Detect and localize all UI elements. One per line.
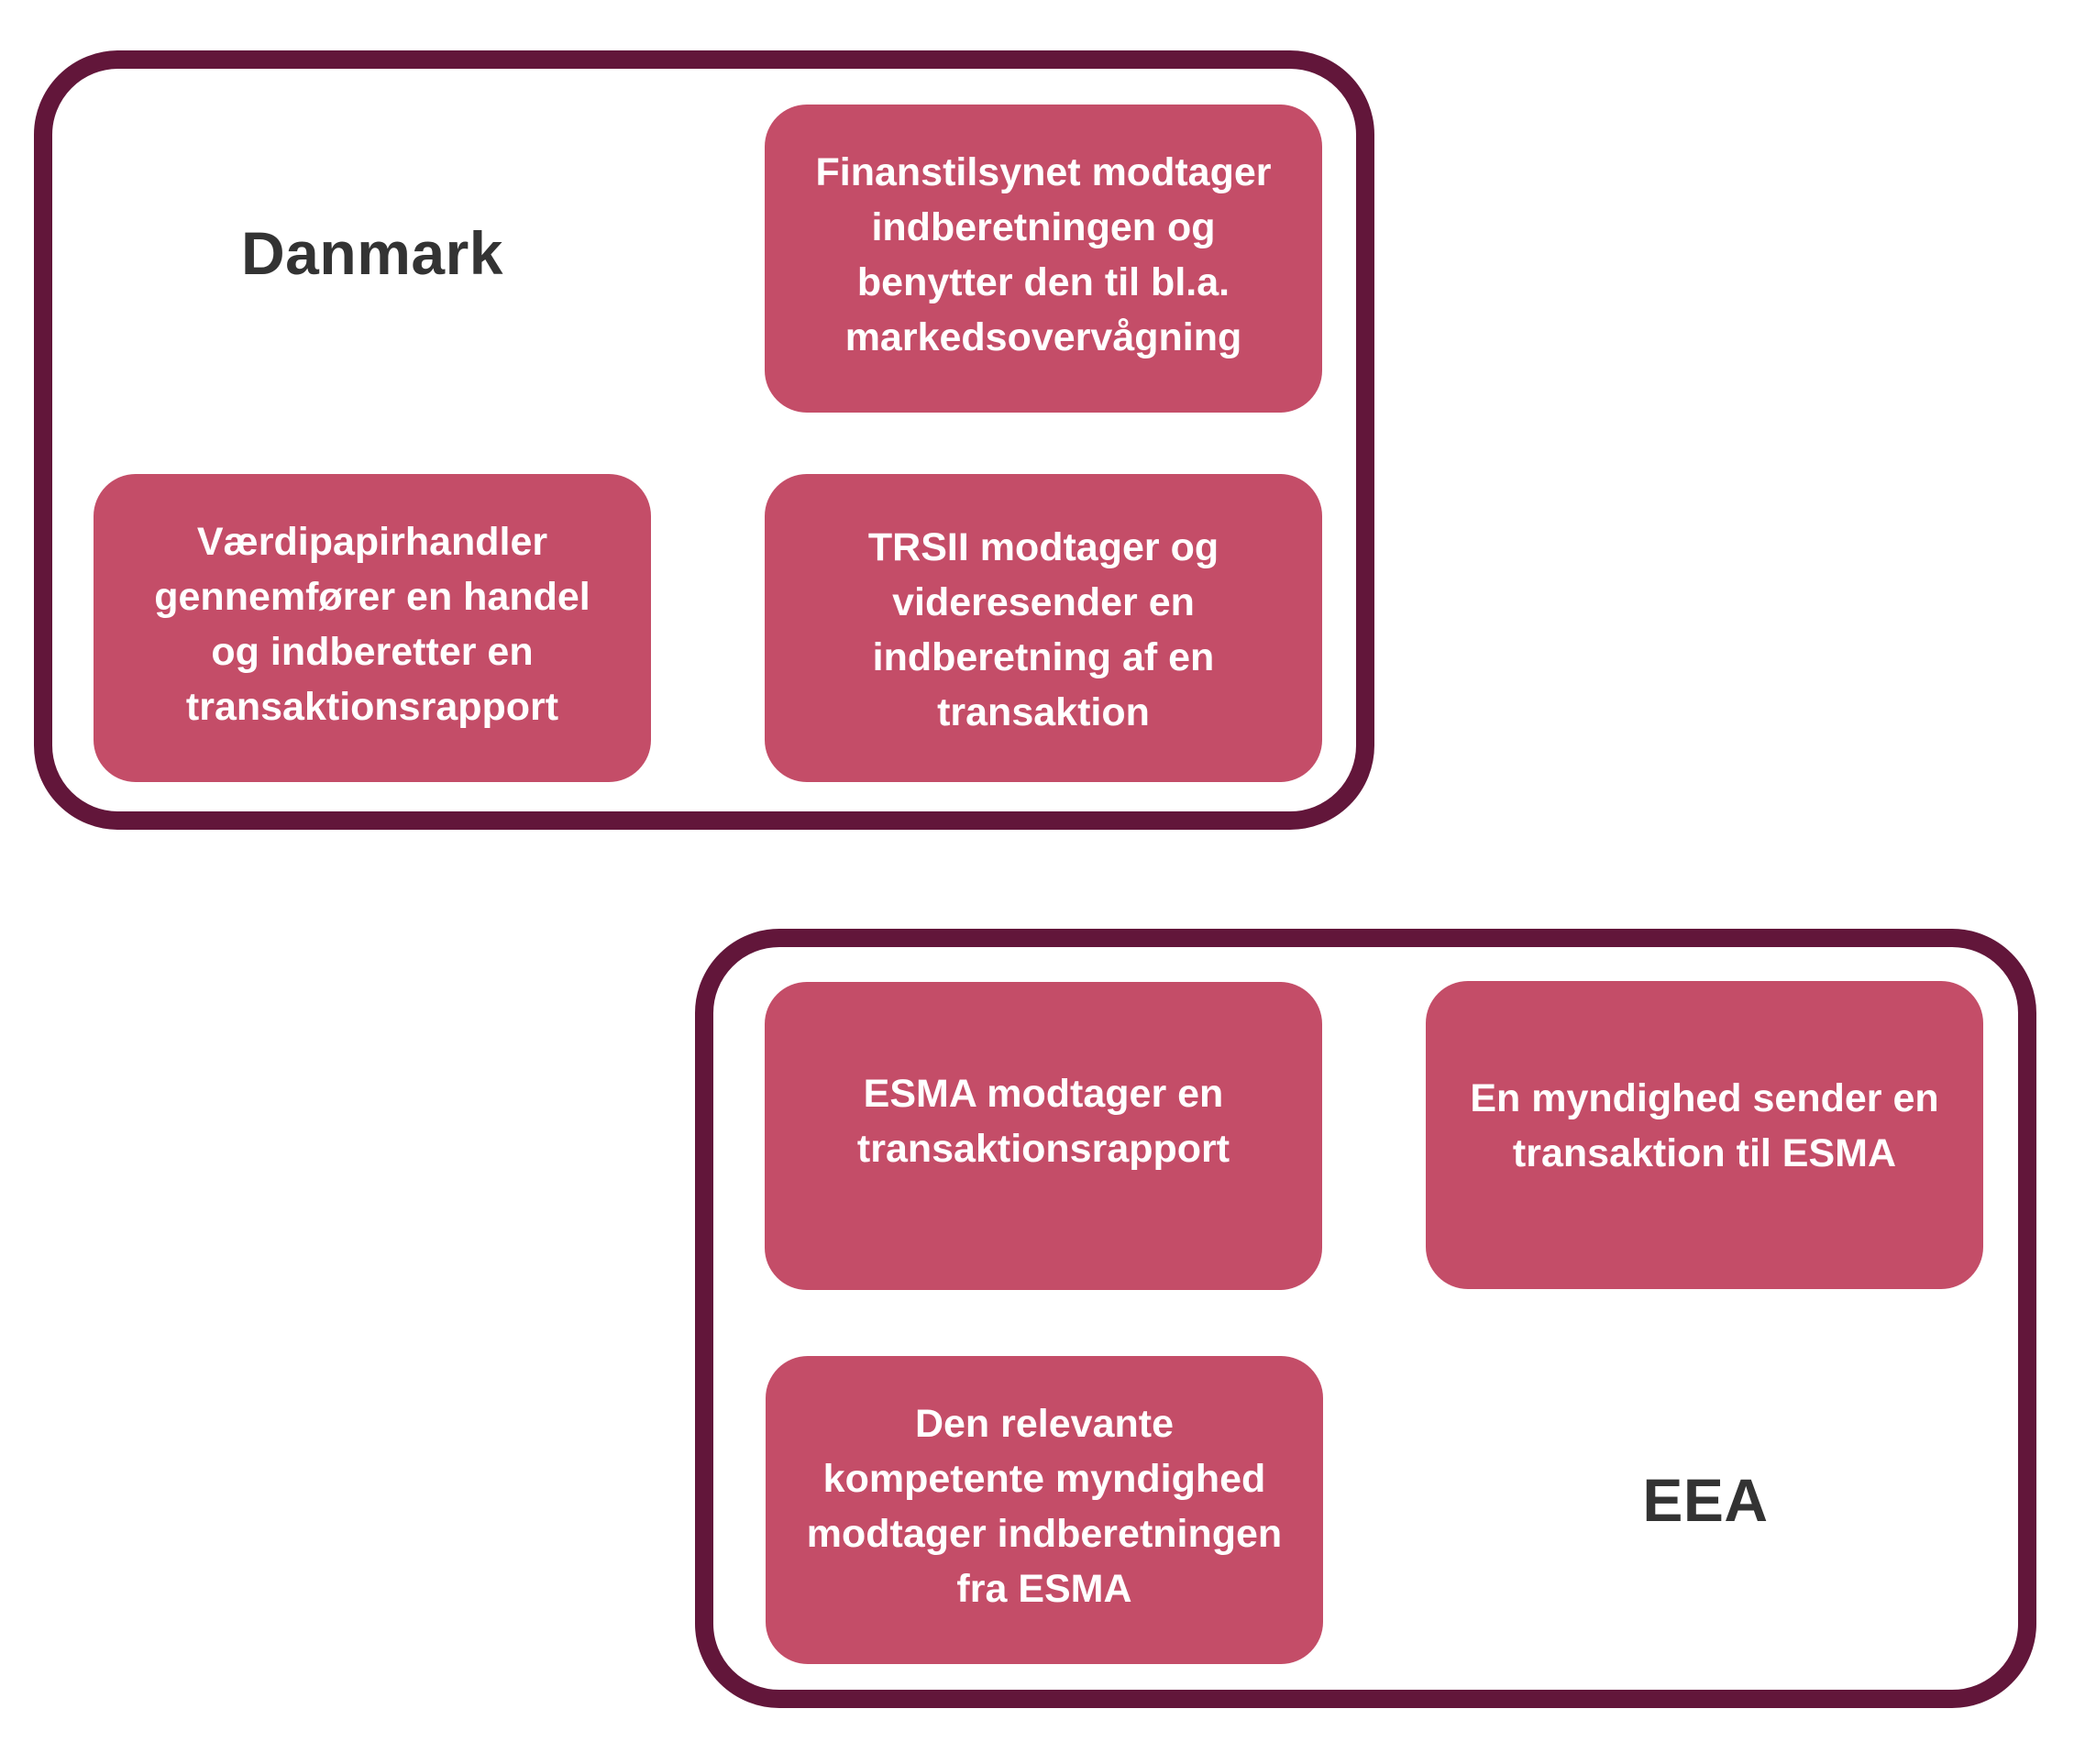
step-text-line: benytter den til bl.a. [856, 260, 1230, 304]
step-text-line: transaktion til ESMA [1512, 1131, 1897, 1175]
step-text-line: indberetningen og [871, 205, 1216, 249]
step-competent-authority-receives: Den relevante kompetente myndighed modta… [766, 1356, 1323, 1664]
step-text-line: gennemfører en handel [154, 575, 590, 619]
step-text-line: Finanstilsynet modtager [815, 150, 1272, 194]
step-text-line: videresender en [892, 580, 1195, 624]
step-text-line: markedsovervågning [844, 315, 1242, 359]
step-text-line: ESMA modtager en [863, 1072, 1224, 1116]
step-text-line: kompetente myndighed [822, 1457, 1266, 1501]
step-text-line: indberetning af en [872, 635, 1215, 679]
step-trsii-forwards: TRSII modtager og videresender en indber… [765, 474, 1322, 782]
step-text-line: Værdipapirhandler [196, 520, 548, 564]
step-text: En myndighed sender en transaktion til E… [1470, 1071, 1938, 1181]
step-text-line: modtager indberetningen [806, 1512, 1283, 1556]
step-text-line: transaktion [937, 690, 1150, 734]
step-text-line: Den relevante [914, 1402, 1174, 1446]
step-text: TRSII modtager og videresender en indber… [868, 520, 1219, 740]
step-esma-receives: ESMA modtager en transaktionsrapport [765, 982, 1322, 1290]
step-authority-sends-to-esma: En myndighed sender en transaktion til E… [1426, 981, 1983, 1289]
region-label-eea: EEA [1642, 1466, 1769, 1534]
step-text-line: fra ESMA [956, 1567, 1132, 1611]
step-text-line: transaktionsrapport [856, 1127, 1230, 1171]
step-text: Værdipapirhandler gennemfører en handel … [154, 514, 590, 734]
region-label-denmark: Danmark [241, 219, 503, 287]
step-text-line: En myndighed sender en [1470, 1076, 1939, 1120]
step-text-line: transaktionsrapport [185, 685, 559, 729]
step-text: Finanstilsynet modtager indberetningen o… [816, 145, 1272, 365]
step-text-line: TRSII modtager og [867, 525, 1219, 569]
step-text: Den relevante kompetente myndighed modta… [807, 1396, 1282, 1616]
step-text-line: og indberetter en [211, 630, 534, 674]
step-finanstilsynet-receives: Finanstilsynet modtager indberetningen o… [765, 105, 1322, 413]
step-text: ESMA modtager en transaktionsrapport [857, 1066, 1230, 1176]
step-securities-dealer-trades: Værdipapirhandler gennemfører en handel … [94, 474, 651, 782]
